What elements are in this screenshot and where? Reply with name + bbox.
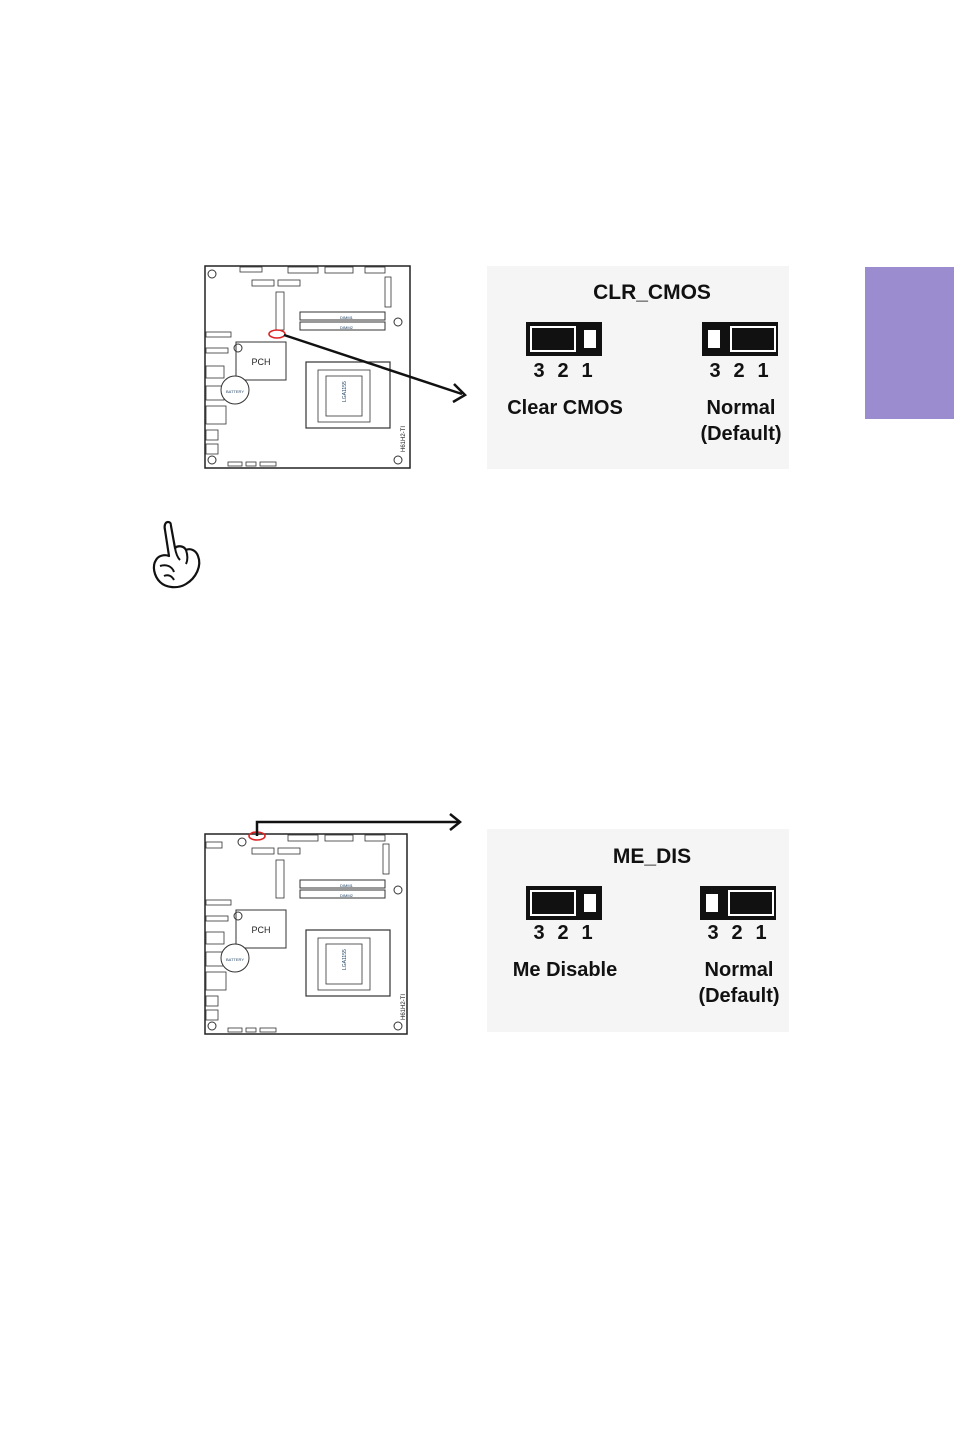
socket-label: LGA1155 <box>342 381 348 402</box>
socket-label: LGA1155 <box>342 949 348 970</box>
dimm2-label: DIMM2 <box>340 893 354 898</box>
jumper-normal-clr-cmos <box>702 322 778 356</box>
board-model-label: H61H2-TI <box>401 426 407 452</box>
motherboard-diagram-me-dis: DIMM1 DIMM2 PCH BATTERY LGA1155 H61H2-TI <box>200 808 475 1038</box>
side-tab <box>865 267 954 419</box>
jumper-normal-me-dis <box>700 886 776 920</box>
option-label-clear-cmos: Clear CMOS <box>490 395 640 421</box>
pointing-hand-icon <box>146 518 206 590</box>
option-label-normal-clr-cmos: Normal (Default) <box>680 395 802 447</box>
jumper-title-clr-cmos: CLR_CMOS <box>560 281 744 305</box>
pch-label: PCH <box>251 357 270 367</box>
battery-label: BATTERY <box>226 389 244 394</box>
jumper-title-me-dis: ME_DIS <box>560 845 744 869</box>
battery-label: BATTERY <box>226 957 244 962</box>
option-label-me-disable: Me Disable <box>490 957 640 983</box>
jumper-me-disable <box>526 886 602 920</box>
dimm1-label: DIMM1 <box>340 883 354 888</box>
jumper-clear-cmos <box>526 322 602 356</box>
motherboard-diagram-clr-cmos: DIMM1 DIMM2 PCH BATTERY LGA1155 H61H2-TI <box>200 262 475 472</box>
pch-label: PCH <box>251 925 270 935</box>
option-label-normal-me-dis: Normal (Default) <box>678 957 800 1009</box>
board-model-label: H61H2-TI <box>401 994 407 1020</box>
dimm2-label: DIMM2 <box>340 325 354 330</box>
dimm1-label: DIMM1 <box>340 315 354 320</box>
